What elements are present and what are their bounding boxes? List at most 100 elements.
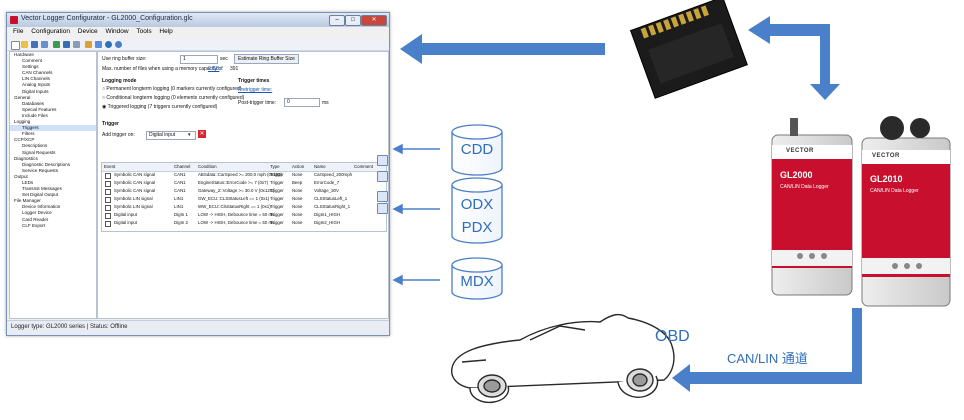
tree-item[interactable]: General xyxy=(14,94,31,100)
menu-configuration[interactable]: Configuration xyxy=(31,28,70,35)
tree-item[interactable]: Descriptions xyxy=(22,143,48,149)
ring-buffer-unit: sec xyxy=(220,56,228,62)
tree-item[interactable]: Analog Inputs xyxy=(22,82,51,88)
edit-trigger-button[interactable] xyxy=(377,191,388,202)
row-enable-checkbox[interactable] xyxy=(105,173,111,179)
tree-item[interactable]: Service Requests xyxy=(22,167,59,173)
row-enable-checkbox[interactable] xyxy=(105,213,111,219)
table-cell: WW_ECU::ClsStatusRight == 1 (0x1) xyxy=(198,204,271,209)
close-button[interactable]: ✕ xyxy=(361,15,387,26)
help-icon[interactable] xyxy=(105,41,112,48)
row-enable-checkbox[interactable] xyxy=(105,181,111,187)
tree-item[interactable]: Comment xyxy=(22,58,42,64)
copy-trigger-button[interactable] xyxy=(377,203,388,214)
open-folder-icon[interactable] xyxy=(21,41,28,48)
tree-item[interactable]: Databases xyxy=(22,100,44,106)
mode-conditional-radio[interactable]: ○ Conditional longterm logging (0 elemen… xyxy=(102,95,245,101)
tree-item[interactable]: Hardware xyxy=(14,52,34,57)
move-up-button[interactable] xyxy=(377,155,388,166)
posttrigger-input[interactable]: 0 xyxy=(284,98,320,107)
maximize-button[interactable]: □ xyxy=(345,15,361,26)
column-header[interactable]: Event xyxy=(104,164,116,169)
tree-item[interactable]: Set Digital Output xyxy=(22,192,59,198)
menu-device[interactable]: Device xyxy=(77,28,98,35)
posttrigger-label: Post-trigger time: xyxy=(238,100,277,106)
ring-buffer-input[interactable]: 1 xyxy=(180,55,218,64)
estimate-ring-buffer-button[interactable]: Estimate Ring Buffer Size xyxy=(234,54,299,64)
column-header[interactable]: Channel xyxy=(174,164,191,169)
pretrigger-link[interactable]: Pretrigger time: xyxy=(238,87,273,93)
menu-help[interactable]: Help xyxy=(159,28,173,35)
menu-file[interactable]: File xyxy=(13,28,24,35)
table-cell: Trigger xyxy=(270,188,284,193)
card-reader-icon[interactable] xyxy=(73,41,80,48)
table-cell: Trigger xyxy=(270,180,284,185)
tree-item[interactable]: Transmit Messages xyxy=(22,186,62,192)
column-header[interactable]: Action xyxy=(292,164,305,169)
tree-item[interactable]: Settings xyxy=(22,64,39,70)
tree-item[interactable]: Diagnostic Descriptions xyxy=(22,161,70,167)
table-header: Event Channel Condition Type Action Name Comme… xyxy=(102,163,386,172)
memory-capacity-link[interactable]: 2 GB xyxy=(208,66,220,72)
tree-item[interactable]: Special Features xyxy=(22,106,57,112)
tree-item[interactable]: LEDs xyxy=(22,179,34,185)
row-enable-checkbox[interactable] xyxy=(105,205,111,211)
delete-trigger-button[interactable]: ✕ xyxy=(198,130,206,138)
tree-item[interactable]: Output xyxy=(14,173,28,179)
new-file-icon[interactable] xyxy=(11,41,20,50)
column-header[interactable]: Comment xyxy=(354,164,374,169)
tree-item[interactable]: Card Reader xyxy=(22,216,49,222)
minimize-button[interactable]: – xyxy=(329,15,345,26)
tree-item[interactable]: CLF Export xyxy=(22,222,46,228)
table-cell: Trigger xyxy=(270,204,284,209)
tree-item[interactable]: Triggers xyxy=(10,125,96,132)
column-header[interactable]: Type xyxy=(270,164,280,169)
row-enable-checkbox[interactable] xyxy=(105,197,111,203)
tree-item[interactable]: Diagnostics xyxy=(14,155,38,161)
column-header[interactable]: Name xyxy=(314,164,326,169)
device-icon[interactable] xyxy=(63,41,70,48)
menu-window[interactable]: Window xyxy=(105,28,129,35)
tree-item[interactable]: LIN Channels xyxy=(22,76,50,82)
mode-permanent-radio[interactable]: ○ Permanent longterm logging (0 markers … xyxy=(102,86,242,92)
mode-triggered-radio[interactable]: ◉ Triggered logging (7 triggers currentl… xyxy=(102,104,218,110)
tree-item[interactable]: File Manager xyxy=(14,198,41,204)
tree-item[interactable]: Signal Requests xyxy=(22,149,56,155)
table-cell: Digital input xyxy=(114,220,137,225)
settings-icon[interactable] xyxy=(95,41,102,48)
tree-item[interactable]: Include Files xyxy=(22,112,48,118)
row-enable-checkbox[interactable] xyxy=(105,189,111,195)
odx-label: ODX xyxy=(460,196,494,213)
move-down-button[interactable] xyxy=(377,171,388,182)
tree-item[interactable]: Logging xyxy=(14,119,31,125)
menu-tools[interactable]: Tools xyxy=(136,28,152,35)
tree-item[interactable]: CAN Channels xyxy=(22,70,53,76)
tree-item[interactable]: Digital Inputs xyxy=(22,88,49,94)
clf-export-icon[interactable] xyxy=(85,41,92,48)
table-cell: Trigger xyxy=(270,212,284,217)
add-trigger-label: Add trigger on: xyxy=(102,132,135,138)
table-cell: LIN1 xyxy=(174,196,184,201)
save-all-icon[interactable] xyxy=(41,41,48,48)
tree-item[interactable]: Logger Device xyxy=(22,210,52,216)
tree-item[interactable]: CCP/XCP xyxy=(14,137,35,143)
add-trigger-select[interactable]: Digital input ▾ xyxy=(146,131,196,140)
table-cell: CAN1 xyxy=(174,172,186,177)
row-enable-checkbox[interactable] xyxy=(105,221,111,227)
tree-item[interactable]: Device Information xyxy=(22,204,61,210)
save-icon[interactable] xyxy=(31,41,38,48)
info-icon[interactable] xyxy=(115,41,122,48)
column-header[interactable]: Condition xyxy=(198,164,217,169)
gl2010-model: GL2010 xyxy=(870,174,903,184)
tree-item[interactable]: Filters xyxy=(22,131,35,137)
write-config-icon[interactable] xyxy=(53,41,60,48)
mode-conditional-label: Conditional longterm logging (0 elements… xyxy=(106,95,245,101)
